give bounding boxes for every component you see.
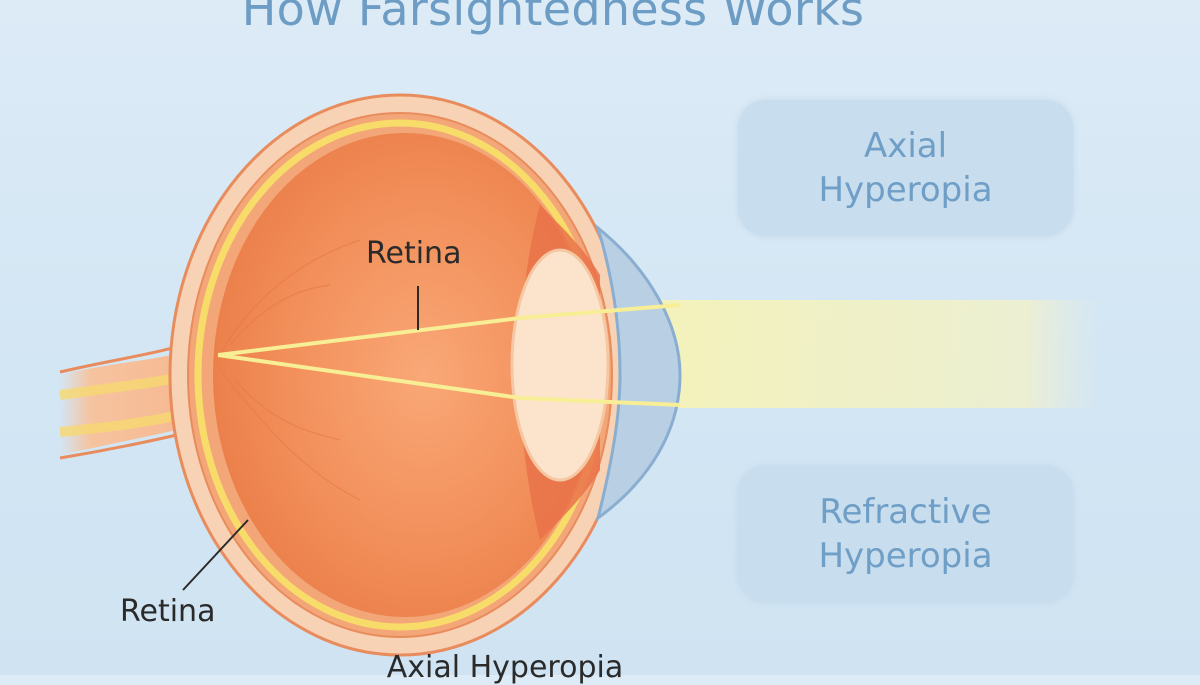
page-title: How Farsightedness Works	[241, 0, 865, 36]
axial-card-line1: Axial	[863, 126, 948, 166]
blood-vessels	[219, 239, 361, 501]
axial-hyperopia-card[interactable]: Axial Hyperopia	[738, 100, 1073, 236]
retina-label-lower: Retina	[120, 594, 216, 629]
retina-label-upper: Retina	[366, 236, 462, 271]
refractive-hyperopia-card[interactable]: Refractive Hyperopia	[738, 466, 1073, 602]
lens	[510, 248, 610, 482]
light-rays	[217, 303, 681, 407]
light-beam	[600, 300, 1100, 408]
axial-card-line2: Hyperopia	[818, 170, 993, 210]
diagram-caption: Axial Hyperopia	[386, 650, 624, 685]
retina-lower-leader	[182, 519, 249, 591]
refractive-card-line2: Hyperopia	[818, 536, 993, 576]
cornea	[595, 223, 682, 522]
refractive-card-line1: Refractive	[819, 492, 992, 532]
vitreous-body	[213, 133, 597, 617]
